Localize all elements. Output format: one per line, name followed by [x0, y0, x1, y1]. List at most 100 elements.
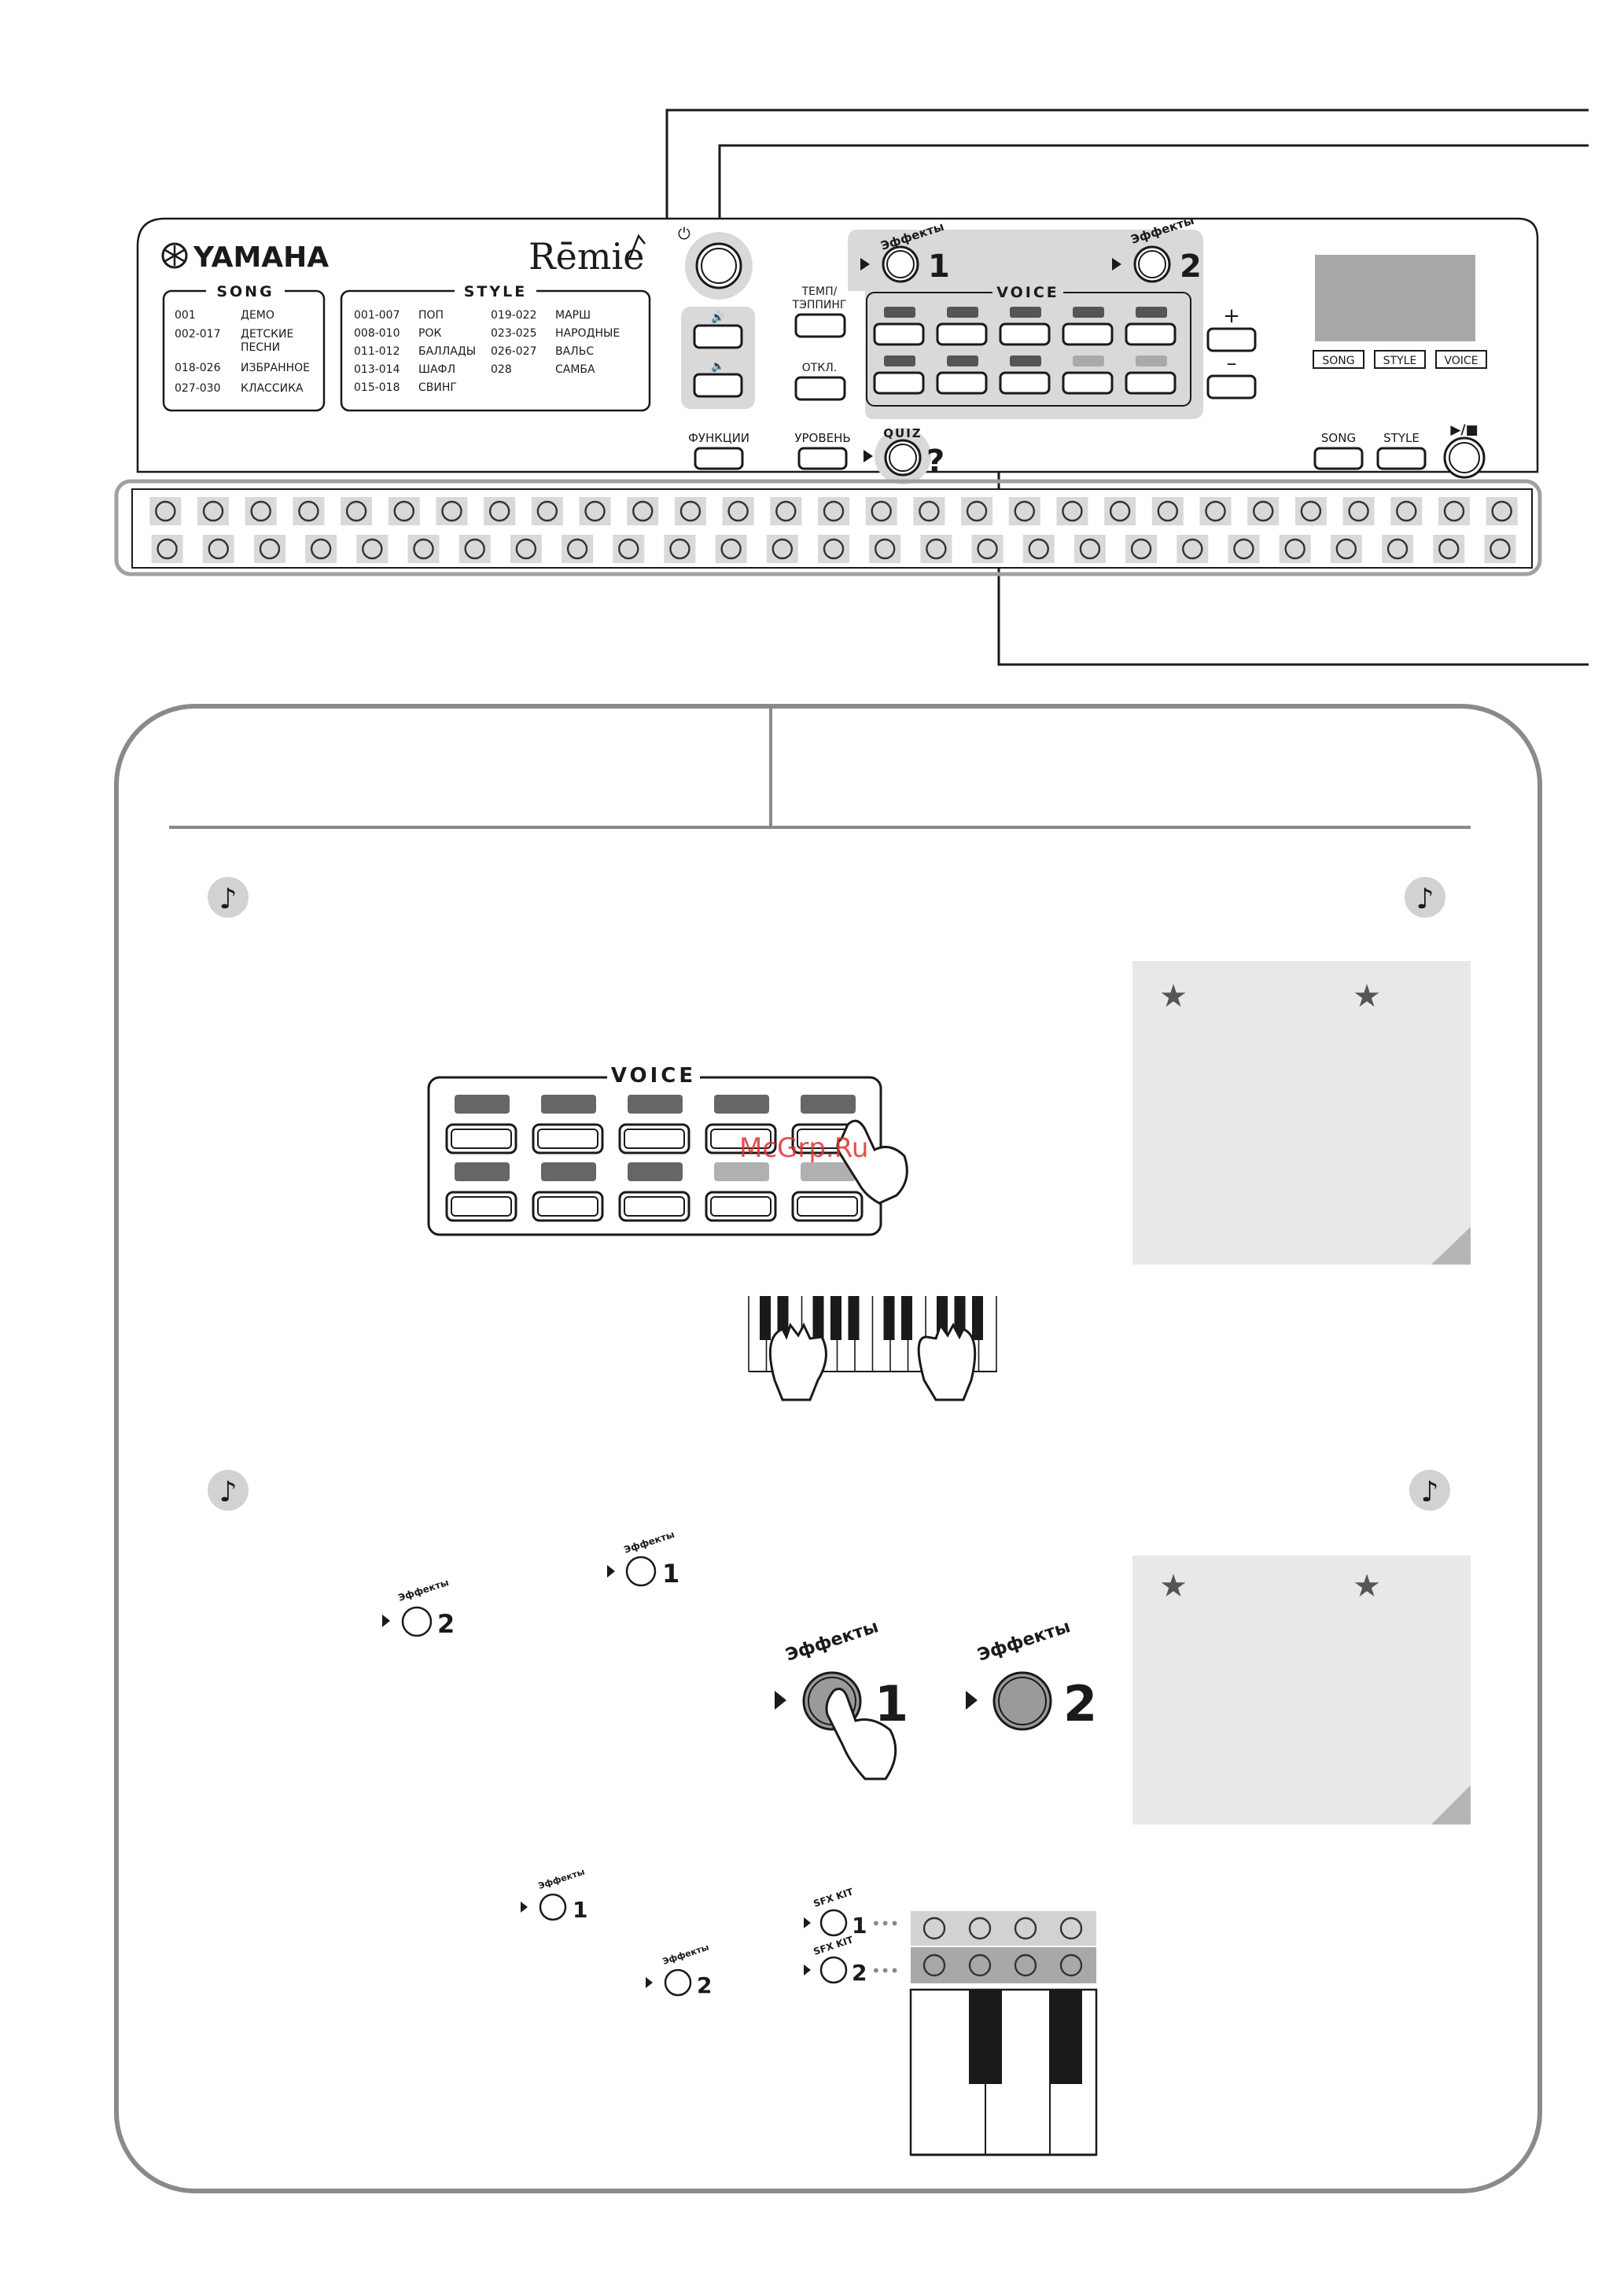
off-label: ОТКЛ. — [802, 362, 838, 374]
song-button[interactable] — [1313, 447, 1364, 470]
model-logo-note — [628, 234, 646, 260]
svg-text:•••: ••• — [871, 1961, 899, 1980]
voice-button[interactable] — [1062, 322, 1114, 346]
voice-button-large[interactable] — [445, 1123, 517, 1154]
tempo-button[interactable] — [794, 313, 846, 338]
song-category: ДЕМО — [241, 309, 274, 322]
svg-text:Эффекты: Эффекты — [661, 1942, 710, 1967]
voice-button[interactable] — [999, 322, 1051, 346]
horse-icon — [1228, 535, 1260, 563]
voice-button[interactable] — [1062, 371, 1114, 395]
minus-button[interactable] — [1206, 374, 1257, 400]
style-button[interactable] — [1376, 447, 1427, 470]
style-category: БАЛЛАДЫ — [418, 345, 476, 358]
voice-button[interactable] — [1125, 371, 1177, 395]
song-category: КЛАССИКА — [241, 382, 304, 395]
power-symbol: ⏻ — [678, 224, 690, 243]
off-button[interactable] — [794, 376, 846, 401]
song-range: 027-030 — [175, 382, 221, 395]
voice-button[interactable] — [1125, 322, 1177, 346]
voice-panel-enlarged: VOICE — [427, 1064, 908, 1236]
thunder-icon — [1008, 497, 1040, 525]
display-label-voice: VOICE — [1444, 355, 1478, 367]
song-heading: SONG — [216, 283, 274, 300]
style-range: 011-012 — [354, 345, 400, 358]
quiz-button[interactable] — [884, 439, 922, 477]
functions-button[interactable] — [694, 447, 744, 470]
voice-button[interactable] — [873, 371, 925, 395]
playback-controls: SONG STYLE ▶/■ — [1313, 422, 1486, 479]
effects-2-number: 2 — [1180, 249, 1202, 285]
play-stop-button[interactable] — [1443, 436, 1486, 479]
svg-text:1: 1 — [852, 1913, 867, 1939]
right-hand-icon — [917, 1322, 977, 1401]
volume-up-icon: 🔊 — [711, 310, 724, 324]
voice-button-large[interactable] — [618, 1123, 690, 1154]
voice-button-large[interactable] — [532, 1191, 604, 1222]
left-hand-icon — [768, 1322, 827, 1401]
effects-2-large-button[interactable]: Эффекты 2 — [966, 1617, 1097, 1732]
volume-down-button[interactable] — [693, 373, 743, 398]
effects-1-large-button[interactable]: Эффекты 1 — [775, 1617, 908, 1780]
sfx-kit-1-button[interactable]: SFX KIT 1 ••• — [804, 1886, 899, 1939]
power-button[interactable]: ⏻ — [678, 224, 753, 300]
tempo-label-2: ТЭППИНГ — [792, 299, 847, 311]
drop-icon — [1151, 497, 1184, 525]
xylophone-icon — [1073, 355, 1104, 366]
electric-guitar-icon-large — [801, 1095, 856, 1114]
tempo-controls: ТЕМП/ ТЭППИНГ ОТКЛ. — [792, 285, 847, 401]
voice-button-large[interactable] — [791, 1191, 864, 1222]
voice-button[interactable] — [936, 322, 988, 346]
hands-on-keys-illustration — [748, 1296, 997, 1401]
sfx-kit-2-button[interactable]: SFX KIT 2 ••• — [804, 1934, 899, 1986]
style-category: ШАФЛ — [418, 363, 455, 376]
voice-button-large[interactable] — [532, 1123, 604, 1154]
voice-button-large[interactable] — [445, 1191, 517, 1222]
pressing-hand-icon — [825, 1688, 897, 1780]
plus-button[interactable] — [1206, 327, 1257, 352]
face-icon — [293, 497, 325, 525]
alarm-clock-icon — [253, 535, 285, 563]
level-button[interactable] — [797, 447, 848, 470]
lock-icon — [510, 535, 542, 563]
xylophone-icon-large — [714, 1162, 769, 1181]
voice-button[interactable] — [999, 371, 1051, 395]
voice-button-large[interactable] — [705, 1123, 777, 1154]
voice-button-large[interactable] — [618, 1191, 690, 1222]
synth-icon — [1136, 355, 1167, 366]
trumpet-icon — [1010, 355, 1041, 366]
gun-icon — [613, 535, 645, 563]
trumpet-icon-large — [628, 1162, 683, 1181]
svg-text:2: 2 — [1063, 1675, 1097, 1732]
violin-icon — [884, 355, 915, 366]
brand-name: YAMAHA — [193, 241, 329, 274]
voice-button-large[interactable] — [705, 1191, 777, 1222]
flute-icon — [947, 355, 978, 366]
style-range: 001-007 — [354, 309, 400, 322]
effects-1-number: 1 — [928, 249, 950, 285]
robot-icon — [1390, 497, 1423, 525]
hand-icon — [245, 497, 277, 525]
style-range: 023-025 — [491, 327, 537, 340]
style-range: 008-010 — [354, 327, 400, 340]
note-icon-1: ♪ — [208, 877, 249, 918]
voice-heading-large: VOICE — [611, 1064, 696, 1088]
model-logo: Rēmie — [528, 235, 644, 278]
svg-text:2: 2 — [437, 1609, 455, 1639]
svg-text:Эффекты: Эффекты — [537, 1867, 586, 1891]
goat-icon-sfx — [1014, 1953, 1037, 1977]
voice-effects-panel: Эффекты 1 Эффекты 2 VOICE — [848, 213, 1203, 419]
svg-text:Эффекты: Эффекты — [397, 1577, 451, 1604]
song-button-label: SONG — [1321, 431, 1356, 445]
style-range: 015-018 — [354, 381, 400, 394]
volume-up-button[interactable] — [693, 324, 743, 349]
svg-text:1: 1 — [662, 1559, 679, 1589]
tempo-label-1: ТЕМП/ — [801, 285, 838, 298]
electric-guitar-icon — [1136, 307, 1167, 318]
svg-text:2: 2 — [697, 1972, 712, 1998]
display-label-box — [1313, 350, 1364, 369]
voice-button[interactable] — [873, 322, 925, 346]
svg-text:Эффекты: Эффекты — [623, 1529, 676, 1556]
voice-button[interactable] — [936, 371, 988, 395]
